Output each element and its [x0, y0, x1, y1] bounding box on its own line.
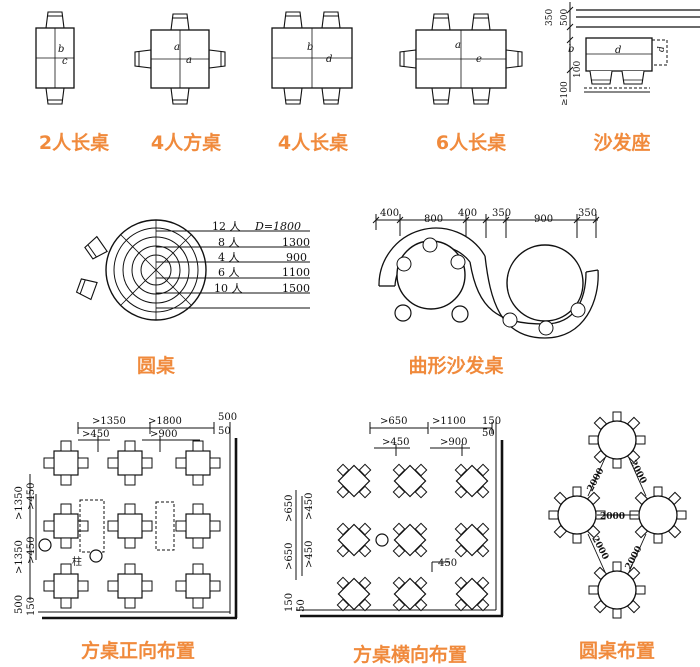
straight-dim-500: 500	[218, 412, 237, 423]
round-table-layout: 2000 2000 2000 2000 2000	[548, 411, 687, 619]
diag-left-gt450b: >450	[304, 541, 315, 568]
straight-left-500: 500	[14, 595, 25, 614]
caption-curved-sofa-table: 曲形沙发桌	[408, 355, 504, 377]
straight-dim-gt1350: >1350	[92, 416, 126, 427]
caption-round-table: 圆桌	[136, 355, 176, 377]
round-layout-dim-1: 2000	[586, 467, 607, 494]
diag-left-gt650a: >650	[284, 495, 295, 522]
four-person-long-table: b d	[271, 12, 353, 105]
curved-dim-900: 900	[534, 214, 553, 225]
round-header-d: D=1800	[254, 220, 301, 233]
diag-dim-50: 50	[482, 428, 495, 439]
dim-a-4p-square: a	[186, 55, 192, 66]
sofa-seat: 350 500 100 ≥100 b d d	[545, 2, 700, 106]
caption-six-person-long-table: 6人长桌	[435, 132, 507, 154]
round-table: 12 人 D=1800 8 人 1300 4 人 900 6 人 1100 10…	[75, 219, 310, 321]
straight-left-150: 150	[26, 597, 37, 616]
diag-left-50: 50	[296, 599, 307, 612]
caption-square-table-diagonal-layout: 方桌横向布置	[352, 644, 468, 666]
dim-b-4p-long: b	[307, 42, 313, 53]
round-row-persons-1: 12 人	[212, 220, 241, 233]
curved-sofa-table: 400 800 400 350 900 350	[372, 208, 600, 339]
straight-dim-gt900: >900	[150, 429, 177, 440]
dim-e-6p: e	[476, 54, 482, 65]
diag-dim-gt900: >900	[440, 437, 467, 448]
caption-two-person-long-table: 2人长桌	[38, 132, 110, 154]
diag-dim-gt450: >450	[382, 437, 409, 448]
straight-left-gt1350b: >1350	[14, 540, 25, 574]
round-row-persons-4: 6 人	[218, 266, 240, 279]
caption-four-person-long-table: 4人长桌	[277, 132, 349, 154]
straight-dim-gt450: >450	[82, 429, 109, 440]
diag-left-gt650b: >650	[284, 543, 295, 570]
round-row-dia-4: 1100	[282, 266, 310, 279]
diag-dim-150: 150	[482, 416, 501, 427]
round-layout-dim-2: 2000	[627, 459, 648, 486]
straight-dim-50: 50	[218, 426, 231, 437]
diag-dim-gt1100: >1100	[432, 416, 466, 427]
six-person-long-table: a e	[400, 14, 522, 105]
diag-dim-gt650: >650	[380, 416, 407, 427]
straight-dim-gt1800: >1800	[148, 416, 182, 427]
caption-four-person-square-table: 4人方桌	[150, 132, 222, 154]
straight-pillar-label: 柱	[72, 555, 82, 568]
straight-left-gt450b: >450	[26, 537, 37, 564]
sofa-dim-b: b	[568, 44, 574, 55]
sofa-dim-d: d	[615, 45, 621, 56]
dim-a-4p-square-top: a	[174, 42, 180, 53]
straight-left-gt1350a: >1350	[14, 486, 25, 520]
square-table-straight-layout: >1350 >450 >1800 >900 500 50 柱	[14, 412, 238, 620]
round-layout-dim-4: 2000	[589, 535, 610, 562]
sofa-dim-100: 100	[573, 61, 583, 78]
round-row-dia-2: 1300	[282, 236, 310, 249]
sofa-dim-gte100: ≥100	[560, 81, 570, 106]
dim-d-4p-long: d	[326, 54, 332, 65]
sofa-dim-500: 500	[560, 9, 570, 26]
curved-dim-350b: 350	[578, 208, 597, 219]
round-layout-dim-3: 2000	[600, 512, 625, 522]
straight-left-gt450a: >450	[26, 483, 37, 510]
round-layout-dim-5: 2000	[624, 545, 645, 572]
curved-dim-800: 800	[424, 214, 443, 225]
round-row-dia-3: 900	[286, 251, 307, 264]
diag-left-150: 150	[284, 593, 295, 612]
curved-dim-400a: 400	[380, 208, 399, 219]
sofa-dim-dash: d	[657, 46, 667, 52]
dim-a-6p: a	[455, 40, 461, 51]
curved-dim-350a: 350	[492, 208, 511, 219]
diag-inner-450: 450	[438, 558, 457, 569]
caption-sofa-seat: 沙发座	[593, 132, 651, 154]
four-person-square-table: a a	[135, 14, 225, 105]
round-row-persons-5: 10 人	[214, 282, 243, 295]
dim-b-2p: b	[58, 44, 64, 55]
round-row-persons-3: 4 人	[218, 251, 240, 264]
round-row-persons-2: 8 人	[218, 236, 240, 249]
square-table-diagonal-layout: >650 >450 >1100 >900 150 50 450 >650 >45…	[284, 416, 504, 618]
two-person-long-table: b c	[35, 12, 75, 105]
curved-dim-400b: 400	[458, 208, 477, 219]
caption-square-table-straight-layout: 方桌正向布置	[80, 640, 196, 662]
caption-round-table-layout: 圆桌布置	[578, 640, 656, 662]
diag-left-gt450a: >450	[304, 493, 315, 520]
sofa-dim-350: 350	[545, 9, 555, 26]
dim-c-2p: c	[62, 56, 68, 67]
round-row-dia-5: 1500	[282, 282, 310, 295]
